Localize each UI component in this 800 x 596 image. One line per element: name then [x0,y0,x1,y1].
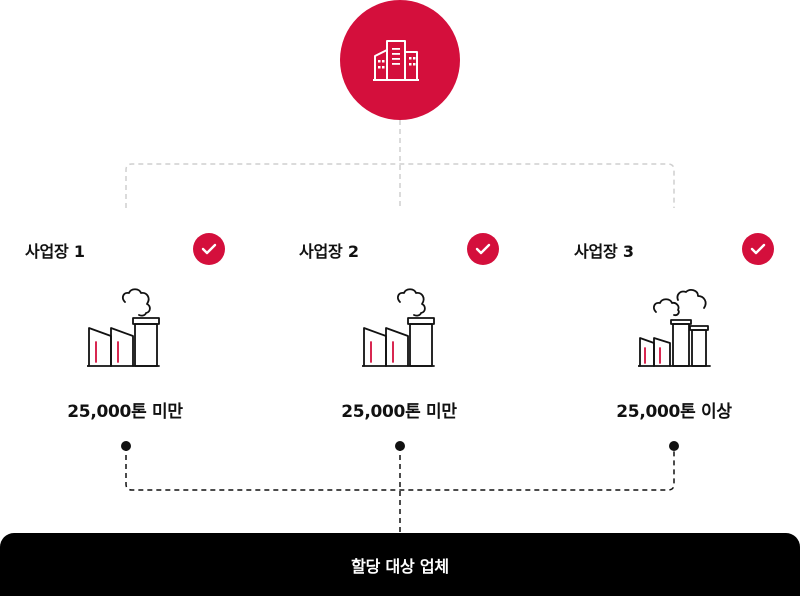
site-title: 사업장 3 [574,242,634,261]
connector-dot [669,441,679,451]
tonnage-label: 25,000톤 미만 [341,402,457,422]
site-3: 사업장 3 25,000톤 이상 [574,230,800,430]
connector-dot [395,441,405,451]
site-1: 사업장 1 25,000톤 미만 [25,230,265,430]
check-icon [742,233,774,265]
check-icon [467,233,499,265]
check-icon [193,233,225,265]
connector-dot [121,441,131,451]
hq-connector [125,120,675,208]
headquarters-node [340,0,460,120]
target-connector [125,446,675,533]
factory-icon [87,288,160,367]
target-label: 할당 대상 업체 [351,556,449,576]
site-title: 사업장 1 [25,242,85,261]
tonnage-label: 25,000톤 미만 [67,402,183,422]
large-factory-icon [638,289,711,367]
site-2: 사업장 2 25,000톤 미만 [299,230,539,430]
tonnage-label: 25,000톤 이상 [616,402,732,422]
connector-dots [121,441,679,451]
office-building-icon [373,40,419,81]
target-bar: 할당 대상 업체 [0,533,800,596]
factory-icon [362,288,435,367]
site-title: 사업장 2 [299,242,359,261]
